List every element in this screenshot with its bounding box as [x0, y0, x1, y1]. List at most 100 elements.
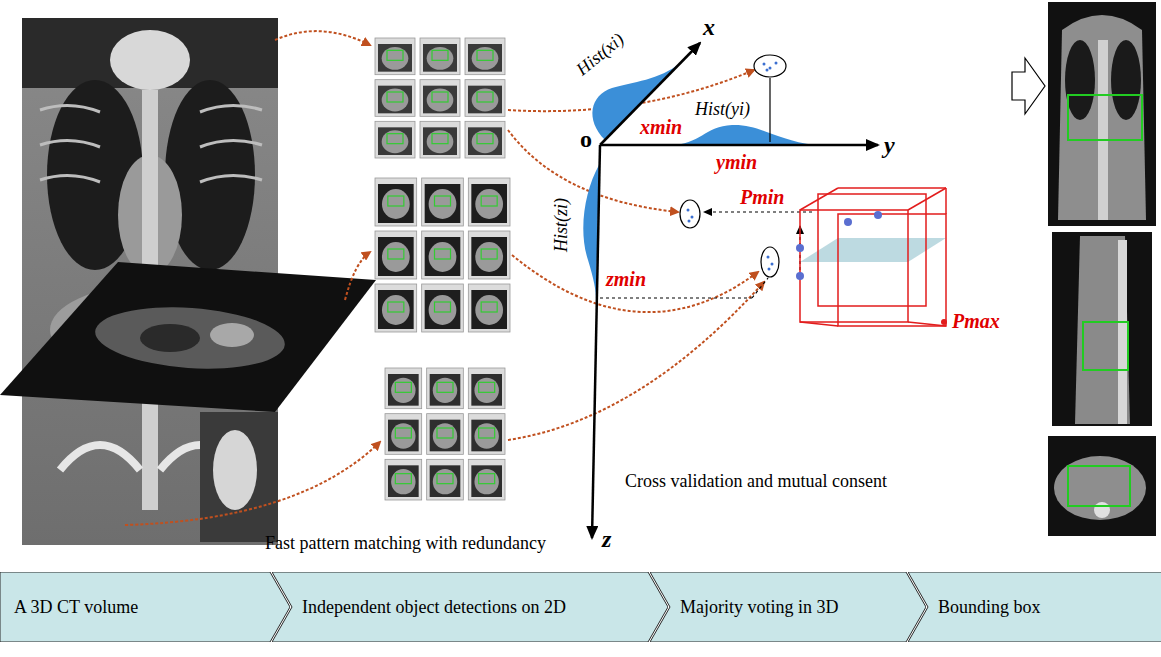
thumbnail-image	[425, 290, 461, 329]
thumbnail-frame	[427, 368, 464, 409]
histogram-label: Hist(xi)	[572, 30, 627, 80]
step-text: A 3D CT volume	[14, 597, 138, 618]
thumbnail-image	[423, 86, 457, 114]
thumbnail-image	[378, 290, 414, 329]
thumbnail-body	[429, 295, 457, 325]
step-text: Independent object detections on 2D	[302, 597, 566, 618]
thumbnail-body	[382, 89, 409, 112]
thumbnail-frame	[420, 80, 460, 117]
thumbnail-body	[475, 242, 503, 272]
process-chevron: Independent object detections on 2D	[272, 572, 668, 642]
thumbnail-image	[471, 184, 507, 223]
thumbnail-body	[382, 295, 410, 325]
bound-label: xmin	[640, 116, 682, 138]
thumbnail-box	[432, 92, 448, 102]
thumbnail-frame	[375, 38, 415, 75]
thumbnail-image	[468, 127, 502, 155]
thumbnail-frame	[465, 38, 505, 75]
thumbnail-image	[430, 420, 461, 452]
thumbnail-body	[429, 189, 457, 219]
thumbnail-body	[427, 89, 454, 112]
chevron-outline	[908, 572, 1161, 642]
thumbnail-image	[378, 184, 414, 223]
thumbnail-body	[382, 130, 409, 153]
thumbnail-body	[382, 189, 410, 219]
thumbnail-image	[471, 374, 502, 406]
thumbnail-frame	[468, 414, 505, 455]
thumbnail-frame	[422, 284, 464, 332]
thumbnail-box	[479, 474, 495, 484]
thumbnail-box	[481, 196, 497, 206]
thumbnail-box	[388, 249, 404, 259]
thumbnail-body	[429, 242, 457, 272]
thumbnail-box	[477, 92, 493, 102]
thumbnail-image	[388, 465, 419, 497]
thumbnail-grids	[375, 38, 510, 500]
thumbnail-frame	[468, 368, 505, 409]
thumbnail-frame	[465, 80, 505, 117]
thumbnail-body	[391, 378, 415, 403]
thumbnail-box	[387, 50, 403, 60]
chevron-outline	[0, 572, 290, 642]
thumbnail-body	[433, 378, 457, 403]
thumbnail-frame	[375, 121, 415, 158]
histogram-label: Hist(yi)	[695, 100, 750, 120]
thumbnail-frame	[468, 231, 510, 279]
thumbnail-image	[423, 44, 457, 72]
thumbnail-image	[378, 127, 412, 155]
thumbnail-body	[474, 378, 498, 403]
thumbnail-box	[435, 249, 451, 259]
thumbnail-image	[388, 374, 419, 406]
thumbnail-image	[468, 44, 502, 72]
thumbnail-image	[388, 420, 419, 452]
thumbnail-image	[378, 44, 412, 72]
axis-label: y	[884, 132, 895, 158]
histogram-label: Hist(zi)	[552, 198, 572, 252]
thumbnail-frame	[375, 284, 417, 332]
histograms	[583, 63, 815, 300]
thumbnail-box	[435, 196, 451, 206]
thumbnail-frame	[422, 231, 464, 279]
ct-volume	[0, 18, 376, 545]
thumbnail-image	[471, 290, 507, 329]
thumbnail-body	[391, 469, 415, 494]
thumbnail-body	[391, 423, 415, 448]
origin-label: o	[580, 126, 592, 152]
thumbnail-box	[432, 50, 448, 60]
step-text: Majority voting in 3D	[680, 597, 839, 618]
thumbnail-frame	[420, 38, 460, 75]
thumbnail-image	[423, 127, 457, 155]
flow-arrows	[125, 31, 764, 525]
thumbnail-frame	[385, 414, 422, 455]
thumbnail-image	[471, 465, 502, 497]
chevron-outline	[650, 572, 926, 642]
process-chevron: Bounding box	[908, 572, 1161, 642]
result-images	[1048, 2, 1156, 536]
thumbnail-box	[387, 92, 403, 102]
point-label: Pmin	[740, 186, 784, 208]
thumbnail-frame	[468, 284, 510, 332]
thumbnail-box	[479, 428, 495, 438]
thumbnail-frame	[375, 80, 415, 117]
thumbnail-body	[472, 130, 499, 153]
thumbnail-image	[425, 237, 461, 276]
thumbnail-body	[472, 47, 499, 70]
process-chevron: Majority voting in 3D	[650, 572, 926, 642]
thumbnail-frame	[385, 368, 422, 409]
point-label: Pmax	[952, 310, 1000, 332]
projection-lines	[600, 78, 812, 298]
bound-label: ymin	[716, 151, 757, 173]
thumbnail-box	[395, 428, 411, 438]
thumbnail-frame	[375, 178, 417, 226]
thumbnail-box	[395, 382, 411, 392]
axis-label: z	[602, 526, 611, 552]
thumbnail-frame	[422, 178, 464, 226]
thumbnail-body	[474, 469, 498, 494]
thumbnail-image	[430, 465, 461, 497]
axis-label: x	[703, 14, 715, 40]
step-text: Bounding box	[938, 597, 1041, 618]
thumbnail-frame	[427, 459, 464, 500]
thumbnail-box	[477, 134, 493, 144]
voting-cubes	[796, 188, 947, 326]
thumbnail-frame	[385, 459, 422, 500]
